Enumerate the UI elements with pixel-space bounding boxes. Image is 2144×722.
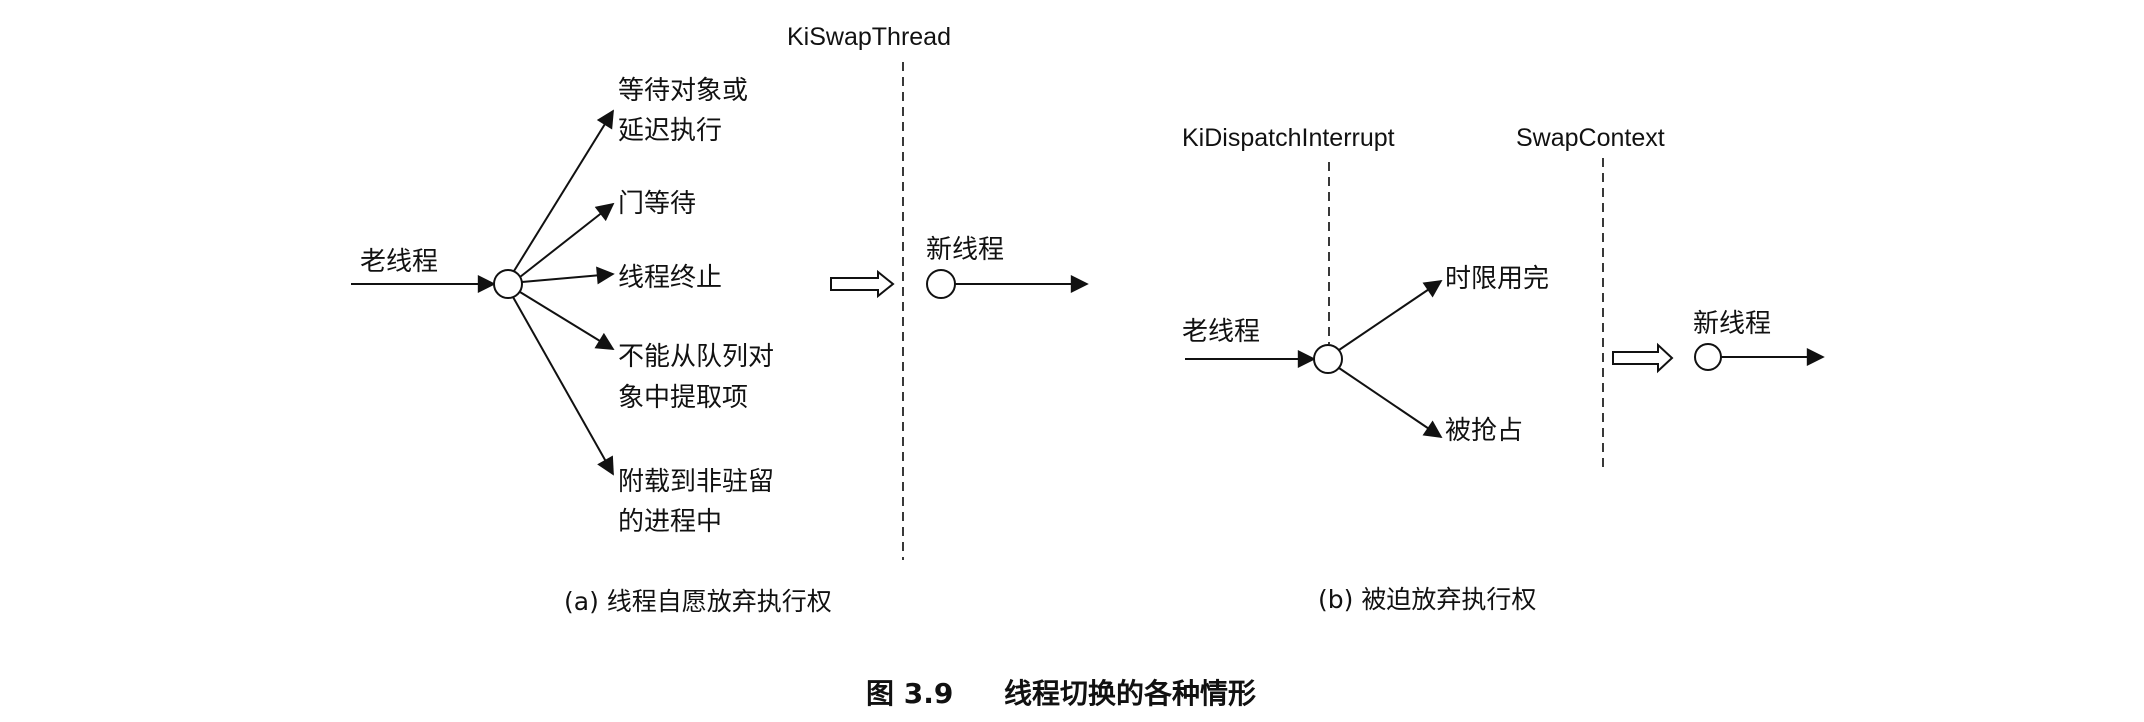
kiswapthread-label: KiSwapThread <box>787 23 951 51</box>
reason-attach-line2: 的进程中 <box>618 507 722 537</box>
branch-arrow-attach <box>512 296 614 476</box>
branch-arrow-terminate <box>521 266 615 285</box>
new-thread-node-b <box>1694 343 1722 371</box>
kidispatchinterrupt-label: KiDispatchInterrupt <box>1182 124 1395 152</box>
reason-queue-line2: 象中提取项 <box>618 383 748 413</box>
branch-arrow-queue <box>519 291 615 350</box>
hollow-switch-arrow-icon <box>1612 342 1674 374</box>
new-thread-node <box>926 269 956 299</box>
figure-number: 图 3.9 <box>866 677 953 710</box>
caption-b: (b) 被迫放弃执行权 <box>1318 585 1536 614</box>
branch-arrow-quantum-end <box>1338 279 1443 351</box>
reason-gate-wait: 门等待 <box>618 189 696 219</box>
old-thread-node-b <box>1313 344 1343 374</box>
reason-wait-object-line2: 延迟执行 <box>618 116 722 146</box>
new-thread-label-b: 新线程 <box>1693 309 1771 339</box>
figure-title: 线程切换的各种情形 <box>1004 677 1256 710</box>
caption-a: (a) 线程自愿放弃执行权 <box>564 587 832 616</box>
reason-attach-line1: 附载到非驻留 <box>618 467 774 497</box>
reason-queue-line1: 不能从队列对 <box>618 342 774 372</box>
reason-wait-object-line1: 等待对象或 <box>618 76 748 106</box>
branch-arrow-wait-object <box>513 109 614 272</box>
swapcontext-label: SwapContext <box>1516 124 1665 152</box>
old-thread-node <box>493 269 523 299</box>
branch-arrow-preempted <box>1338 367 1443 439</box>
reason-quantum-end: 时限用完 <box>1445 264 1549 294</box>
reason-thread-terminate: 线程终止 <box>618 263 722 293</box>
panel-b-preempted: KiDispatchInterrupt SwapContext 老线程 时限用完… <box>1182 124 1825 614</box>
old-thread-label-b: 老线程 <box>1182 317 1260 347</box>
reason-preempted: 被抢占 <box>1445 416 1523 446</box>
hollow-switch-arrow-icon <box>830 269 895 299</box>
branch-arrow-gate-wait <box>519 202 615 278</box>
old-thread-label: 老线程 <box>360 247 438 277</box>
panel-a-voluntary: KiSwapThread 老线程 等待对象或 延迟执行 门等待 线程终止 不能从… <box>351 23 1089 616</box>
new-thread-label: 新线程 <box>926 235 1004 265</box>
